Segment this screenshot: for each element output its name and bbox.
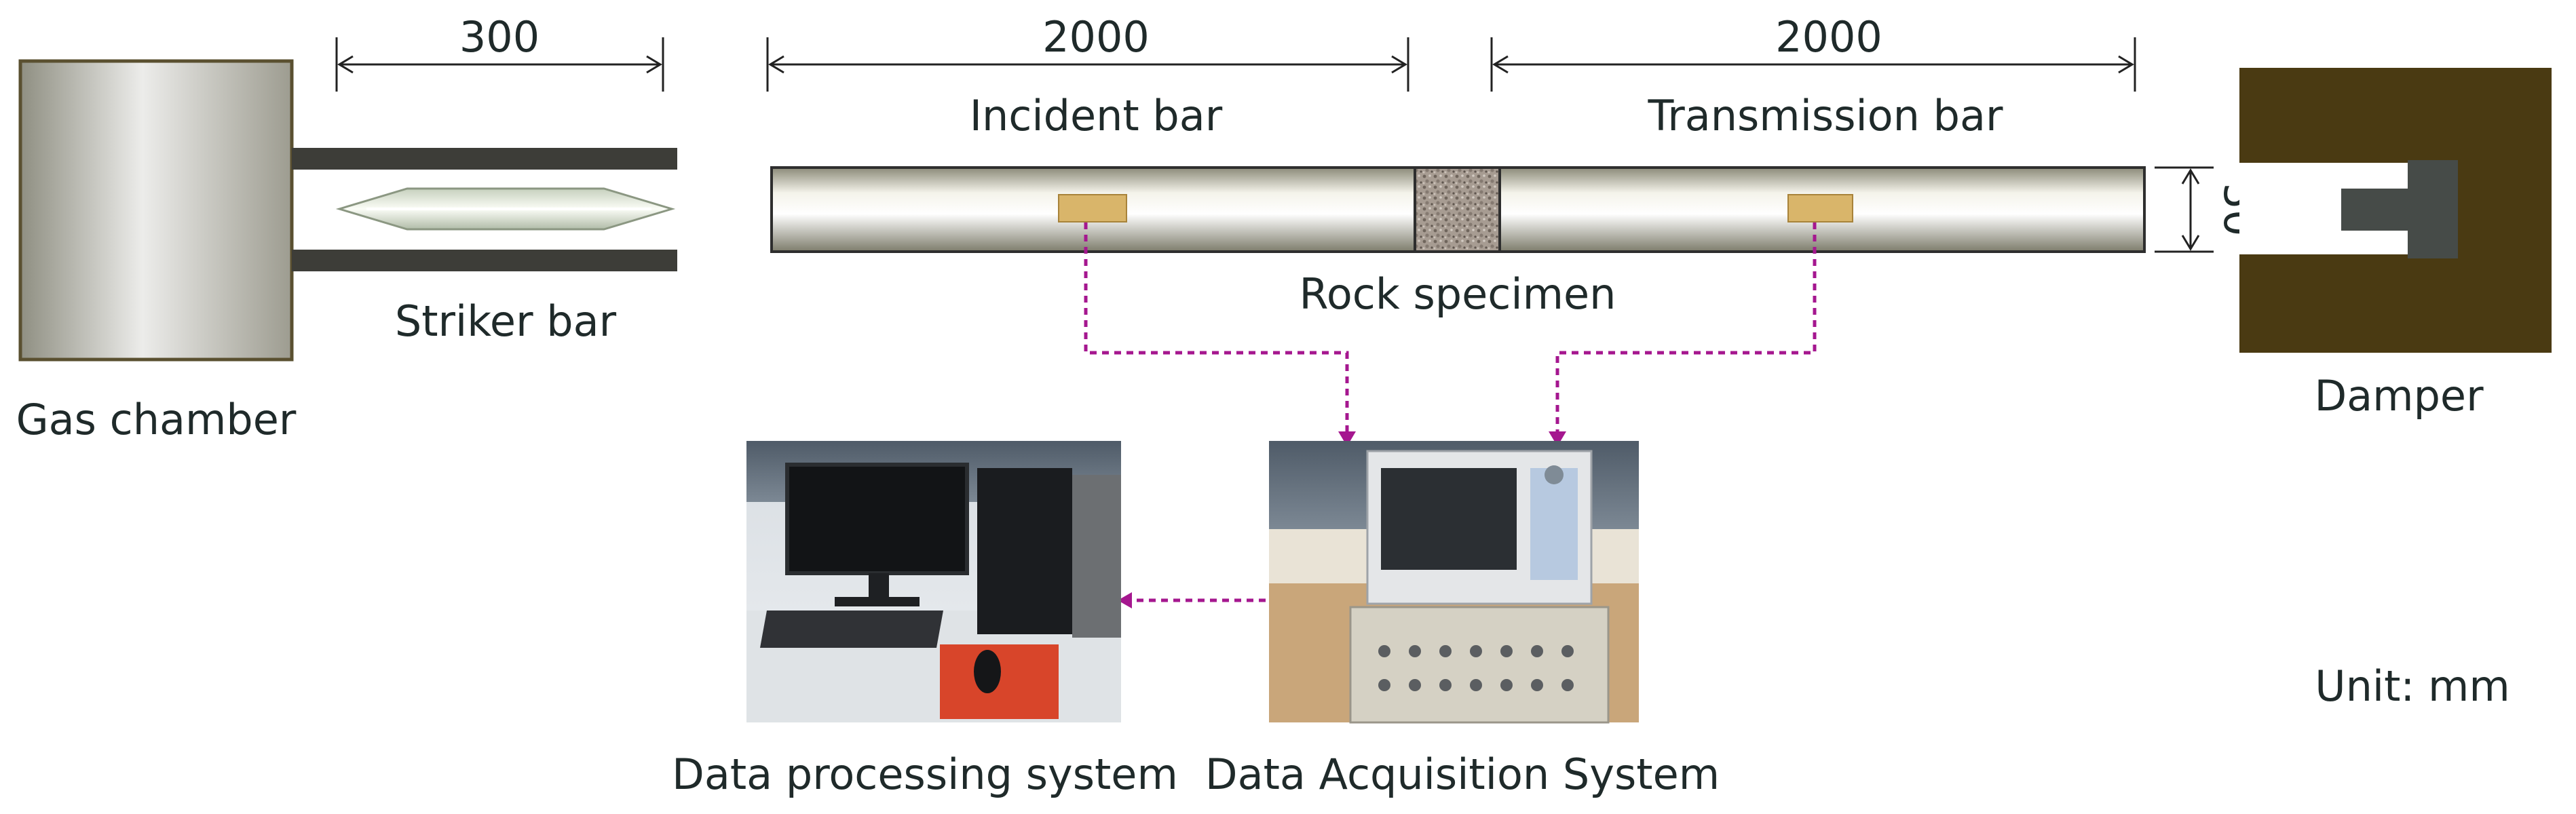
transmission-dimension xyxy=(1490,37,2136,92)
rock-specimen xyxy=(1414,166,1501,253)
processing-signal-arrowhead xyxy=(1118,592,1132,608)
data-processing-photo xyxy=(746,441,1121,722)
data-acquisition-label: Data Acquisition System xyxy=(1205,750,1720,799)
incident-strain-gauge xyxy=(1058,194,1127,222)
data-acquisition-photo xyxy=(1269,441,1639,724)
transmission-bar-label: Transmission bar xyxy=(1647,91,2003,140)
transmission-length: 2000 xyxy=(1775,12,1882,62)
oscilloscope-screen xyxy=(1381,468,1517,570)
signal-line-transmission xyxy=(1555,222,1817,434)
launch-barrel xyxy=(292,148,677,271)
transmission-strain-gauge xyxy=(1787,194,1853,222)
incident-length: 2000 xyxy=(1042,12,1150,62)
striker-length: 300 xyxy=(459,12,539,62)
mouse xyxy=(974,650,1001,693)
rock-specimen-label: Rock specimen xyxy=(1300,269,1616,319)
striker-bar-label: Striker bar xyxy=(395,296,617,346)
keyboard xyxy=(760,610,943,648)
damper-label: Damper xyxy=(2314,371,2484,421)
transmission-signal-arrowhead xyxy=(1549,431,1566,446)
pc-tower xyxy=(977,468,1072,634)
damper xyxy=(2239,68,2552,353)
gas-chamber-label: Gas chamber xyxy=(16,395,297,444)
gas-chamber xyxy=(18,59,294,362)
unit-label: Unit: mm xyxy=(2315,661,2510,711)
striker-bar xyxy=(335,187,676,231)
incident-signal-arrowhead xyxy=(1338,431,1356,446)
striker-dimension xyxy=(335,37,664,92)
signal-line-incident xyxy=(1084,222,1349,434)
data-processing-label: Data processing system xyxy=(672,750,1178,799)
monitor xyxy=(785,463,969,575)
diameter-dimension xyxy=(2155,166,2214,253)
incident-bar-label: Incident bar xyxy=(970,91,1223,140)
incident-dimension xyxy=(766,37,1409,92)
